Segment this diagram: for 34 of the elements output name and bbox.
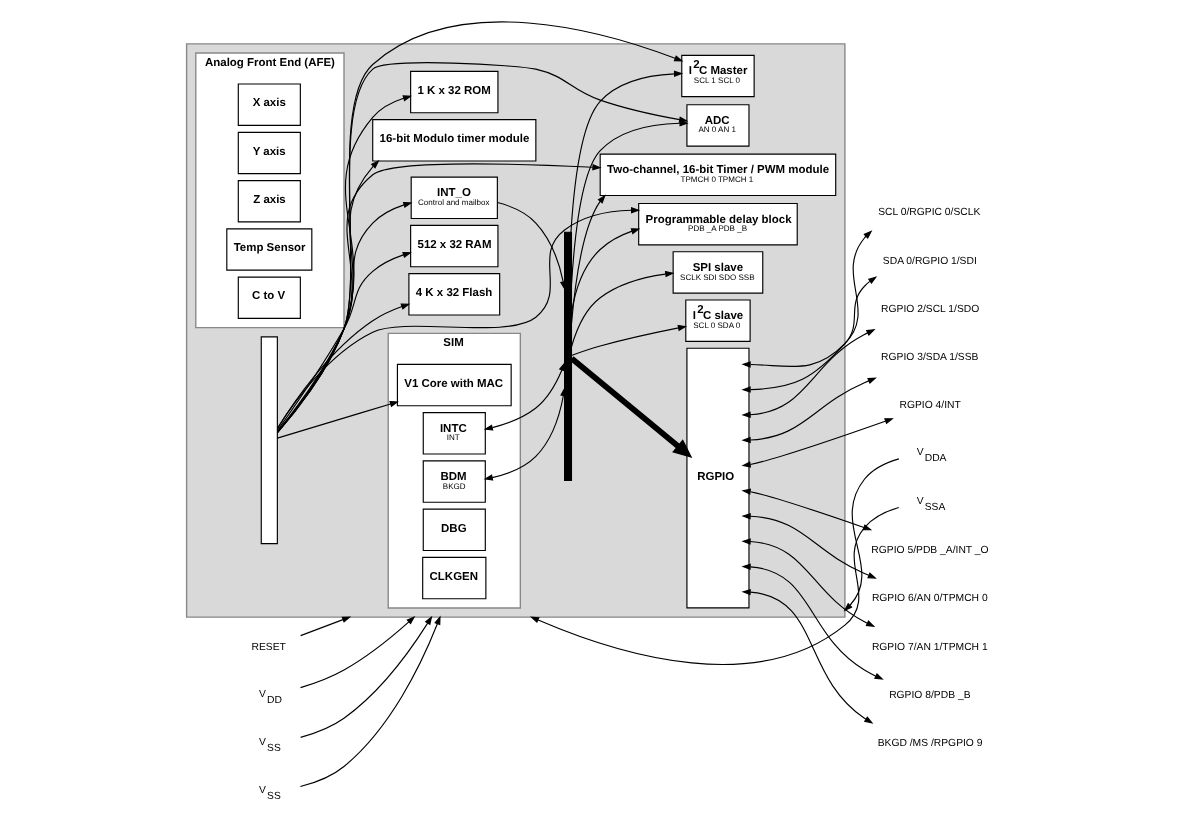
arrow <box>300 615 433 738</box>
node-bar <box>564 231 573 481</box>
arrow <box>299 615 416 689</box>
arrow <box>483 361 566 431</box>
arrow <box>276 207 641 430</box>
arrow <box>277 95 413 433</box>
node-box <box>260 336 278 545</box>
arrow <box>299 615 441 788</box>
arrow <box>483 386 567 481</box>
arrow <box>570 228 641 314</box>
arrow <box>276 160 380 433</box>
arrow <box>276 163 602 433</box>
arrow <box>277 303 411 429</box>
arrow <box>741 230 873 368</box>
arrow <box>741 538 876 627</box>
arrow <box>741 563 884 680</box>
arrow <box>741 329 876 418</box>
arrow <box>741 418 894 468</box>
arrow <box>276 251 412 432</box>
arrow <box>741 588 874 724</box>
arrow <box>571 324 688 356</box>
arrow <box>741 377 877 444</box>
arrow <box>277 201 413 433</box>
arrow <box>569 356 693 458</box>
arrow <box>570 270 675 348</box>
arrow <box>570 70 684 233</box>
arrow <box>529 506 900 666</box>
arrow <box>300 616 352 637</box>
arrow <box>496 201 567 291</box>
arrow <box>570 194 606 325</box>
arrow <box>843 458 900 612</box>
arrow <box>741 276 878 393</box>
cluster <box>185 43 846 618</box>
arrow <box>276 400 399 439</box>
